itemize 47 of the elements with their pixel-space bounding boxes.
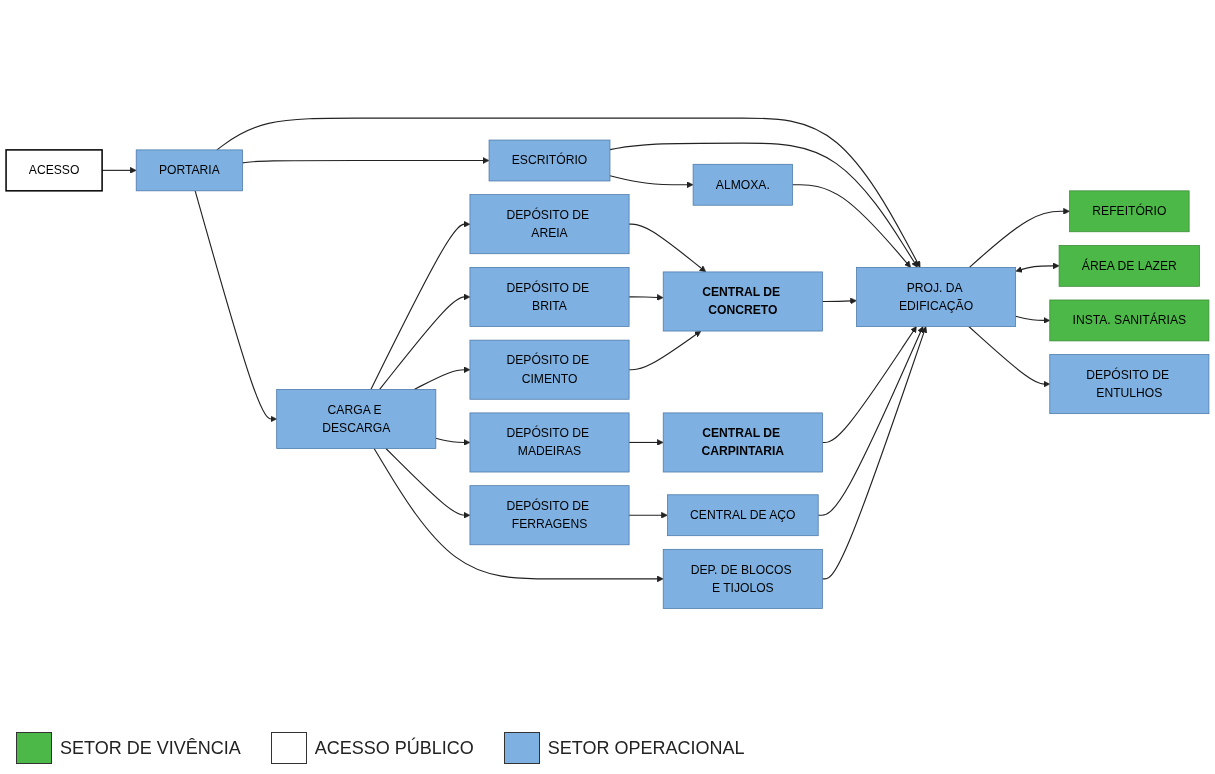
- node-box: ALMOXA.: [692, 163, 793, 206]
- arrow: [968, 325, 1051, 388]
- node-box: REFEITÓRIO: [1069, 190, 1190, 232]
- legend-label: ACESSO PÚBLICO: [314, 737, 474, 759]
- arrow: [628, 330, 702, 370]
- arrow: [435, 437, 471, 446]
- arrow: [968, 207, 1070, 268]
- arrow: [609, 142, 918, 268]
- node-box: DEPÓSITO DE CIMENTO: [469, 339, 630, 400]
- arrow: [628, 438, 664, 446]
- arrow: [821, 325, 928, 580]
- node-box: CENTRAL DE CARPINTARIA: [662, 412, 823, 473]
- arrow: [1015, 262, 1060, 273]
- node-box: CENTRAL DE AÇO: [667, 494, 819, 536]
- arrow: [821, 297, 857, 305]
- node-box: ACESSO: [5, 148, 103, 192]
- arrow: [817, 325, 924, 516]
- node-box: CARGA E DESCARGA: [276, 388, 437, 449]
- arrow: [413, 366, 471, 390]
- arrow: [791, 183, 911, 268]
- legend-label: SETOR OPERACIONAL: [547, 737, 745, 759]
- arrow: [216, 117, 921, 268]
- node-box: DEPÓSITO DE FERRAGENS: [469, 485, 630, 545]
- arrow: [194, 190, 277, 423]
- node-box: CENTRAL DE CONCRETO: [662, 271, 823, 332]
- arrow: [1015, 315, 1051, 324]
- arrow: [379, 293, 471, 390]
- arrow: [821, 325, 917, 443]
- arrow: [609, 174, 694, 188]
- legend-label: SETOR DE VIVÊNCIA: [60, 737, 241, 759]
- node-box: ESCRITÓRIO: [488, 139, 611, 182]
- arrow: [370, 220, 471, 390]
- arrow: [373, 447, 664, 582]
- node-box: INSTA. SANITÁRIAS: [1049, 299, 1210, 341]
- node-box: DEPÓSITO DE BRITA: [469, 266, 630, 327]
- node-box: PROJ. DA EDIFICAÇÃO: [856, 266, 1017, 327]
- arrow: [628, 223, 707, 272]
- arrow: [628, 293, 664, 301]
- node-box: DEPÓSITO DE ENTULHOS: [1049, 353, 1210, 414]
- node-box: DEP. DE BLOCOS E TIJOLOS: [662, 548, 823, 609]
- node-box: ÁREA DE LAZER: [1058, 244, 1200, 287]
- arrow: [628, 511, 668, 519]
- arrow: [242, 156, 490, 164]
- node-box: DEPÓSITO DE AREIA: [469, 193, 630, 254]
- arrow: [385, 447, 471, 519]
- node-box: DEPÓSITO DE MADEIRAS: [469, 412, 630, 473]
- node-box: PORTARIA: [135, 149, 243, 191]
